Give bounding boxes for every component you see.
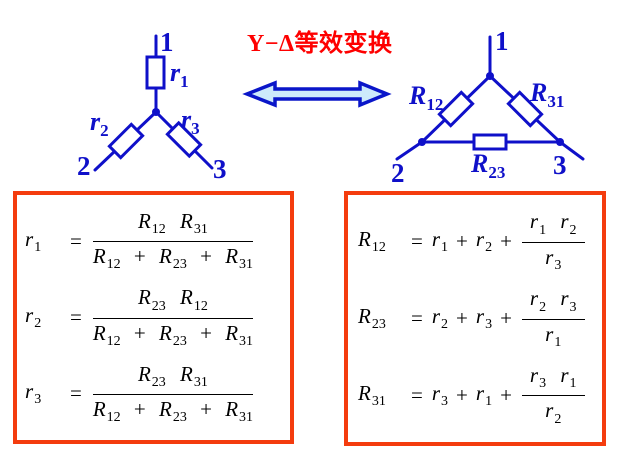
wye-eq-r3: r3 = R23 R31 R12 + R23 + R31 bbox=[25, 362, 286, 426]
math-var: r1 bbox=[529, 209, 547, 238]
delta-eq-r31: R31 = r3 + r1 + r3 r1 r2 bbox=[358, 363, 598, 427]
plus-sign: + bbox=[500, 382, 512, 407]
math-var: r1 bbox=[25, 226, 42, 255]
math-var: R23 bbox=[159, 396, 187, 426]
wye-terminal-1-label: 1 bbox=[160, 27, 174, 57]
math-var: R12 bbox=[92, 320, 121, 349]
math-var: R31 bbox=[225, 320, 254, 349]
math-var: R31 bbox=[358, 380, 386, 409]
math-var: R23 bbox=[358, 303, 386, 333]
math-var: r2 bbox=[431, 303, 449, 333]
math-var: r2 bbox=[560, 209, 577, 238]
wye-resistor-r1-label: r1 bbox=[170, 58, 189, 91]
math-var: r3 bbox=[545, 244, 562, 273]
wye-eq-r2: r2 = R23 R12 R12 + R23 + R31 bbox=[25, 285, 286, 349]
delta-resistor-r12-body bbox=[437, 90, 475, 128]
delta-wire-terminal2 bbox=[395, 140, 424, 161]
math-var: r1 bbox=[545, 321, 562, 350]
math-var: r1 bbox=[560, 363, 577, 392]
math-var: r2 bbox=[545, 398, 562, 427]
fraction: R12 R31 R12 + R23 + R31 bbox=[92, 208, 254, 273]
math-var: R23 bbox=[137, 285, 166, 314]
equals-sign: = bbox=[411, 229, 423, 254]
delta-formula-box: R12 = r1 + r2 + r1 r2 r3 R23 = r2 + r3 + bbox=[344, 191, 606, 446]
delta-resistor-r31-label: R31 bbox=[529, 78, 564, 111]
math-var: R12 bbox=[137, 208, 166, 238]
delta-node-3 bbox=[556, 138, 564, 146]
math-var: r3 bbox=[529, 363, 547, 392]
wye-terminal-3-label: 3 bbox=[213, 154, 227, 184]
plus-sign: + bbox=[456, 306, 468, 330]
wye-formula-box: r1 = R12 R31 R12 + R23 + R31 r2 = bbox=[13, 191, 294, 444]
delta-eq-r23: R23 = r2 + r3 + r2 r3 r1 bbox=[358, 286, 598, 350]
plus-sign: + bbox=[200, 320, 212, 345]
math-var: r2 bbox=[475, 227, 493, 256]
plus-sign: + bbox=[133, 244, 146, 269]
wye-resistor-r2-body bbox=[107, 122, 145, 160]
fraction: r2 r3 r1 bbox=[521, 286, 585, 350]
page-title: Y−Δ等效变换 bbox=[247, 31, 393, 57]
wye-resistor-r3-label: r3 bbox=[181, 105, 200, 138]
delta-eq-r12: R12 = r1 + r2 + r1 r2 r3 bbox=[358, 209, 598, 273]
math-var: R23 bbox=[159, 244, 187, 273]
math-var: R12 bbox=[358, 227, 386, 256]
wye-resistor-r1-body bbox=[145, 55, 166, 90]
circuit-diagrams: 1 2 3 r1 r2 r3 1 2 3 R12 R31 bbox=[77, 26, 585, 188]
math-var: R12 bbox=[92, 244, 121, 273]
fraction: r1 r2 r3 bbox=[521, 209, 585, 273]
delta-circuit: 1 2 3 R12 R31 R23 bbox=[391, 26, 585, 188]
delta-wire-terminal3 bbox=[558, 140, 585, 161]
delta-node-1 bbox=[486, 72, 494, 80]
math-var: r1 bbox=[431, 227, 449, 256]
math-var: r3 bbox=[431, 380, 449, 409]
wye-eq-r1: r1 = R12 R31 R12 + R23 + R31 bbox=[25, 209, 286, 273]
math-var: R12 bbox=[180, 285, 208, 314]
equals-sign: = bbox=[411, 306, 423, 330]
math-var: r1 bbox=[475, 380, 493, 409]
wye-terminal-2-label: 2 bbox=[77, 151, 91, 181]
plus-sign: + bbox=[200, 396, 212, 421]
plus-sign: + bbox=[456, 229, 468, 254]
equals-sign: = bbox=[70, 381, 82, 406]
equals-sign: = bbox=[411, 382, 423, 407]
math-var: r3 bbox=[475, 303, 493, 333]
delta-node-2 bbox=[418, 138, 426, 146]
math-var: r3 bbox=[560, 286, 577, 315]
plus-sign: + bbox=[500, 229, 512, 254]
math-var: R23 bbox=[137, 361, 166, 390]
math-var: R31 bbox=[225, 396, 254, 426]
math-var: R31 bbox=[225, 244, 254, 273]
equals-sign: = bbox=[70, 228, 82, 253]
fraction: r3 r1 r2 bbox=[521, 363, 585, 427]
wye-resistor-r3-body bbox=[165, 120, 203, 159]
delta-terminal-2-label: 2 bbox=[391, 158, 405, 188]
plus-sign: + bbox=[133, 396, 146, 421]
double-arrow-icon bbox=[242, 80, 392, 108]
math-var: R12 bbox=[92, 396, 121, 426]
plus-sign: + bbox=[500, 306, 512, 330]
equals-sign: = bbox=[70, 305, 82, 329]
fraction: R23 R31 R12 + R23 + R31 bbox=[92, 361, 254, 426]
fraction: R23 R12 R12 + R23 + R31 bbox=[92, 285, 254, 349]
wye-center-node bbox=[152, 108, 160, 116]
math-var: R31 bbox=[180, 361, 208, 390]
wye-circuit: 1 2 3 r1 r2 r3 bbox=[77, 27, 227, 184]
plus-sign: + bbox=[133, 320, 146, 345]
delta-resistor-r23-label: R23 bbox=[470, 149, 505, 182]
delta-terminal-3-label: 3 bbox=[553, 150, 567, 180]
math-var: r2 bbox=[25, 302, 42, 332]
plus-sign: + bbox=[200, 244, 212, 269]
math-var: R23 bbox=[159, 320, 187, 349]
wye-resistor-r2-label: r2 bbox=[90, 107, 109, 140]
delta-terminal-1-label: 1 bbox=[495, 26, 509, 56]
delta-resistor-r23-body bbox=[472, 133, 508, 151]
delta-resistor-r31-body bbox=[506, 90, 544, 128]
math-var: R31 bbox=[180, 208, 208, 238]
math-var: r3 bbox=[25, 379, 42, 408]
math-var: r2 bbox=[529, 286, 547, 315]
plus-sign: + bbox=[456, 382, 468, 407]
delta-resistor-r12-label: R12 bbox=[408, 81, 443, 114]
